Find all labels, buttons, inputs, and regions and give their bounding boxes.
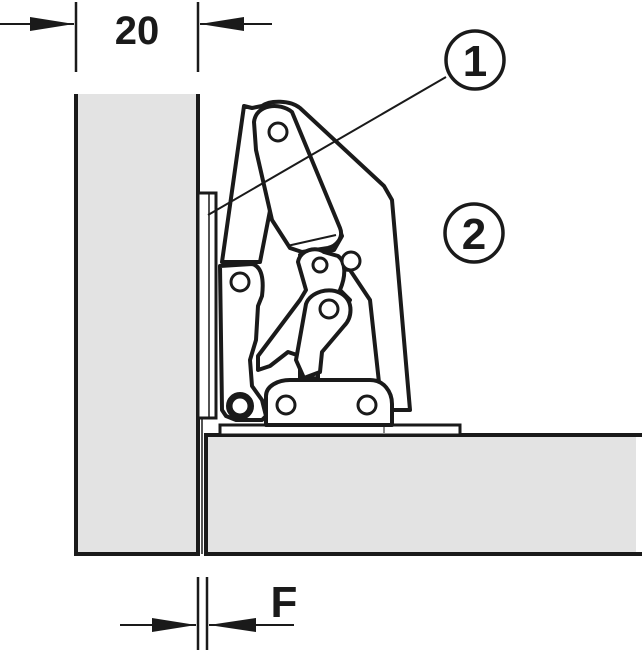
dimension-label-20: 20 [115, 9, 160, 53]
arrowhead-icon [152, 618, 196, 632]
callout-2: 2 [443, 202, 505, 264]
arrowhead-icon [209, 618, 256, 632]
pin-icon [356, 394, 378, 416]
pin-icon [275, 394, 297, 416]
side-panel [74, 94, 200, 556]
callout-1: 1 [444, 29, 506, 91]
pin-icon [311, 256, 329, 274]
pin-icon [340, 250, 362, 272]
callout-1-number: 1 [463, 37, 487, 86]
pivot-pins [229, 121, 378, 417]
callout-2-number: 2 [462, 210, 486, 259]
pin-icon [229, 395, 251, 417]
pin-icon [229, 271, 251, 293]
dimension-top: 20 [0, 2, 272, 72]
dimension-label-f: F [271, 578, 298, 627]
arrowhead-icon [30, 17, 74, 31]
callout-1-leader [207, 76, 447, 216]
pin-icon [318, 298, 340, 320]
arrowhead-icon [200, 17, 244, 31]
mounting-plate [196, 191, 218, 420]
dimension-bottom: F [120, 577, 297, 650]
door-panel [201, 418, 642, 556]
pin-icon [267, 121, 289, 143]
